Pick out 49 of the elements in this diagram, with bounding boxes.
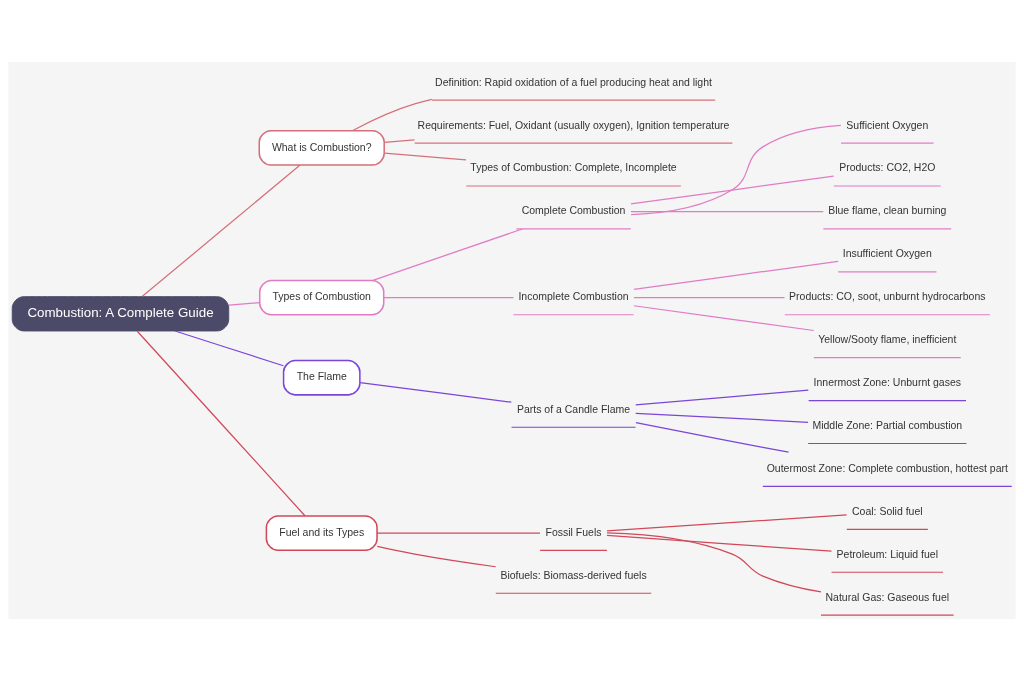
connector: [635, 389, 809, 405]
connector: [372, 227, 523, 281]
node-text: Incomplete Combustion: [518, 290, 629, 302]
connector: [630, 124, 842, 215]
connector: [174, 329, 284, 366]
connector: [376, 545, 497, 567]
connector: [633, 260, 839, 290]
node-text: Natural Gas: Gaseous fuel: [825, 591, 950, 603]
node-box: Fuel and its Types: [265, 514, 378, 551]
connector: [630, 174, 835, 205]
node-text: Products: CO, soot, unburnt hydrocarbons: [789, 290, 986, 302]
node-text: Middle Zone: Partial combustion: [812, 419, 963, 431]
connector: [383, 296, 514, 298]
connector: [606, 531, 822, 593]
connector: [633, 296, 786, 298]
node-text: Yellow/Sooty flame, inefficient: [818, 333, 957, 345]
connector: [136, 329, 306, 516]
node-box: The Flame: [282, 359, 361, 396]
connector: [141, 163, 301, 297]
connector: [606, 534, 833, 552]
node-text: Requirements: Fuel, Oxidant (usually oxygen), Ignition temperature: [417, 119, 730, 131]
connector: [359, 381, 512, 403]
connector: [228, 301, 261, 306]
node-text: Sufficient Oxygen: [846, 119, 929, 131]
node-text: Complete Combustion: [521, 204, 626, 216]
node-box: Combustion: A Complete Guide: [11, 295, 230, 331]
node-text: Parts of a Candle Flame: [516, 403, 631, 415]
node-text: Petroleum: Liquid fuel: [836, 548, 939, 560]
connector: [606, 513, 848, 532]
node-text: Types of Combustion: Complete, Incomplete: [470, 161, 677, 173]
connector: [383, 151, 467, 160]
connector: [630, 210, 824, 212]
connector: [376, 532, 541, 534]
node-text: Biofuels: Biomass-derived fuels: [500, 569, 647, 581]
node-text: Blue flame, clean burning: [828, 204, 947, 216]
node-text: Insufficient Oxygen: [842, 247, 932, 259]
connector: [635, 421, 790, 453]
node-box: What is Combustion?: [258, 129, 385, 166]
node-box: Types of Combustion: [258, 279, 385, 315]
connector: [352, 98, 433, 131]
connector: [635, 412, 809, 423]
connector: [383, 138, 416, 143]
node-text: Products: CO2, H2O: [839, 161, 936, 173]
node-text: Innermost Zone: Unburnt gases: [813, 376, 962, 388]
node-text: Outermost Zone: Complete combustion, hottest part: [766, 462, 1008, 474]
node-text: Fossil Fuels: [545, 526, 602, 538]
node-text: Coal: Solid fuel: [852, 505, 923, 517]
node-text: Definition: Rapid oxidation of a fuel producing heat and light: [435, 76, 712, 88]
connector: [633, 304, 815, 331]
